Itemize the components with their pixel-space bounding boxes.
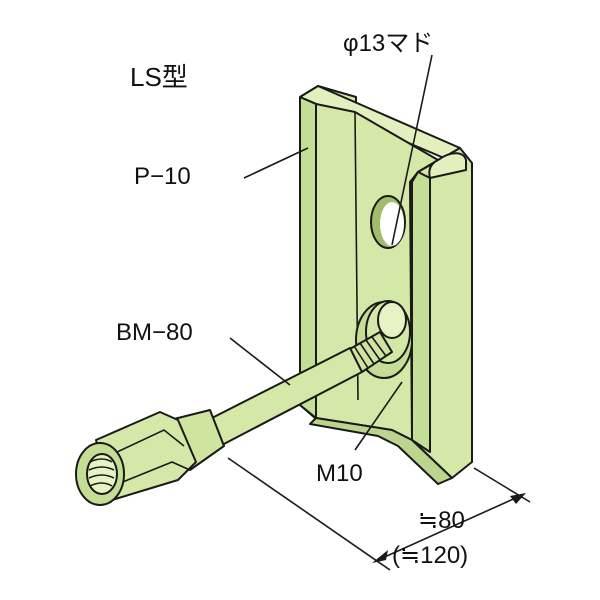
leader-lines bbox=[229, 54, 433, 451]
hole-label: φ13マド bbox=[343, 30, 433, 57]
bracket-bottom-edge bbox=[309, 417, 453, 485]
bracket-plate bbox=[299, 85, 473, 485]
leader-plate bbox=[243, 147, 309, 179]
bolt-label: BM−80 bbox=[116, 319, 193, 346]
leader-hole bbox=[391, 54, 433, 246]
dimension-lines bbox=[227, 457, 531, 571]
leader-bolt bbox=[229, 337, 291, 386]
bracket-flange-edge bbox=[411, 171, 431, 453]
bracket-bend bbox=[428, 152, 467, 179]
dimension-alt-label: (≒120) bbox=[392, 542, 468, 569]
dimension-label: ≒80 bbox=[418, 507, 465, 534]
title-label: LS型 bbox=[130, 62, 188, 92]
thread-label: M10 bbox=[316, 460, 363, 487]
coupling-nut bbox=[75, 409, 225, 506]
leader-thread bbox=[354, 381, 403, 451]
plate-label: P−10 bbox=[134, 163, 191, 190]
